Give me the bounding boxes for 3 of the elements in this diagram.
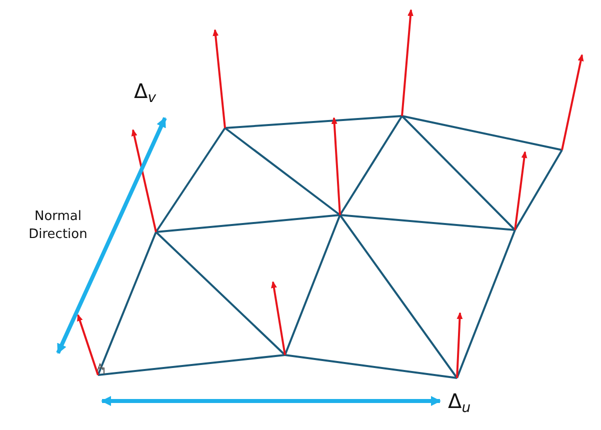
- axis-caption: Normal Direction: [28, 208, 88, 244]
- axis-label: Δ$_{u}$: [448, 388, 471, 418]
- axis-label: Δ$_{v}$: [134, 78, 156, 108]
